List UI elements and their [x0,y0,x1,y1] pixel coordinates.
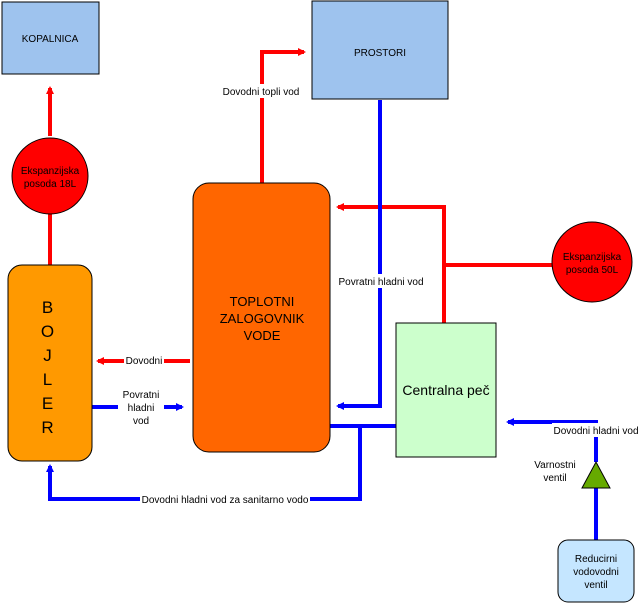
node-kopalnica: KOPALNICA [1,1,100,75]
node-reducirni-ventil: Reducirni vodovodni ventil [557,539,635,603]
label-dovodni-hladni-sanitarno: Dovodni hladni vod za sanitarno vodo [142,495,309,506]
node-expansion-18l: Ekspanzijska posoda 18L [11,137,89,215]
label-dovodni: Dovodni [126,356,163,367]
reducirni-line2: vodovodni [573,567,619,578]
pipe-labels: Dovodni topli vod Povratni hladni vod Do… [118,84,640,506]
node-centralna-pec: Centralna peč [395,322,497,458]
bojler-letter: L [43,370,53,389]
exp50-line2: posoda 50L [566,265,619,276]
prostori-label: PROSTORI [354,48,406,59]
hot-pipes [46,48,552,365]
label-dovodni-hladni-vod: Dovodni hladni vod [553,426,638,437]
node-expansion-50l: Ekspanzijska posoda 50L [551,221,633,303]
bojler-letter: R [41,418,54,437]
hot-pipe-pec-to-zalogovnik [336,203,446,323]
label-povratni-line1: Povratni [123,390,160,401]
reducirni-line1: Reducirni [575,554,617,565]
exp18-line2: posoda 18L [24,179,77,190]
zalogovnik-line1: TOPLOTNI [230,294,295,309]
node-varnostni-ventil: Varnostni ventil [534,460,611,489]
centralna-pec-label: Centralna peč [402,382,489,398]
label-povratni-line2: hladni [128,403,155,414]
bojler-letter: O [41,322,55,341]
label-povratni-line3: vod [133,416,149,427]
label-povratni-hladni-vod: Povratni hladni vod [338,277,423,288]
varnostni-line1: Varnostni [534,460,576,471]
zalogovnik-line2: ZALOGOVNIK [220,311,305,326]
zalogovnik-line3: VODE [244,328,281,343]
bojler-letter: E [42,394,54,413]
node-bojler: B O J L E R [7,264,93,462]
node-prostori: PROSTORI [311,0,449,100]
hot-pipe-zalogovnik-to-prostori [260,48,306,183]
cold-pipe-prostori-return [336,100,382,410]
bojler-letter: J [43,346,53,365]
reducirni-line3: ventil [584,580,607,591]
exp18-line1: Ekspanzijska [21,166,80,177]
exp50-line1: Ekspanzijska [563,252,622,263]
label-dovodni-topli-vod: Dovodni topli vod [223,87,300,98]
kopalnica-label: KOPALNICA [22,34,79,45]
varnostni-line2: ventil [543,473,566,484]
node-zalogovnik: TOPLOTNI ZALOGOVNIK VODE [192,182,331,453]
bojler-letter: B [42,298,54,317]
